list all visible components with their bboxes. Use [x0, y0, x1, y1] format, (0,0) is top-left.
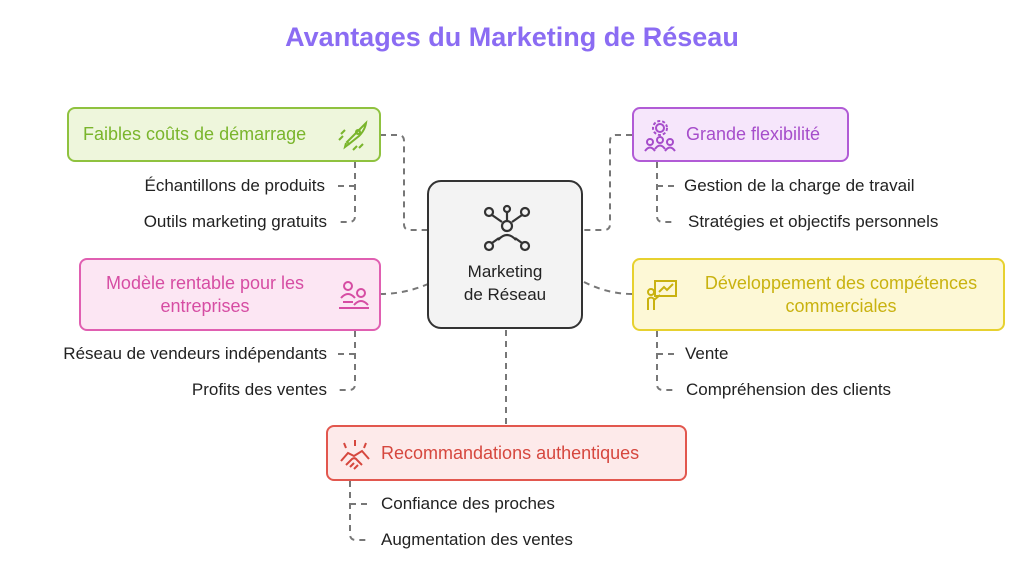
- network-user-icon: [483, 204, 531, 252]
- node-label: Grande flexibilité: [686, 124, 821, 144]
- people-meeting-icon: [339, 281, 369, 309]
- item-profits-ventes: Profits des ventes: [191, 380, 327, 399]
- item-comprehension-clients: Compréhension des clients: [686, 380, 892, 399]
- item-vente: Vente: [685, 344, 729, 363]
- presentation-icon: [647, 280, 677, 310]
- rocket-icon: [338, 120, 368, 151]
- item-confiance-proches: Confiance des proches: [381, 494, 555, 513]
- node-grande-flexibilite: Grande flexibilité: [632, 107, 849, 162]
- team-gear-icon: [644, 120, 676, 152]
- item-echantillons: Échantillons de produits: [144, 176, 325, 195]
- diagram-title: Avantages du Marketing de Réseau: [285, 22, 739, 52]
- node-label-line1: Développement des compétences: [704, 273, 978, 293]
- center-label-line1: Marketing: [467, 262, 543, 281]
- node-label: Développement des compétences commercial…: [682, 272, 1000, 318]
- node-recommandations: Recommandations authentiques: [326, 425, 687, 481]
- item-reseau-vendeurs: Réseau de vendeurs indépendants: [63, 344, 327, 363]
- node-label-line2: commerciales: [785, 296, 897, 316]
- handshake-icon: [340, 440, 370, 470]
- node-label-line2: entreprises: [160, 296, 250, 316]
- node-label: Recommandations authentiques: [381, 443, 640, 463]
- node-modele-rentable: Modèle rentable pour les entreprises: [79, 258, 381, 331]
- center-node: Marketing de Réseau: [427, 180, 583, 329]
- node-label: Modèle rentable pour les entreprises: [81, 272, 329, 318]
- item-augmentation-ventes: Augmentation des ventes: [381, 530, 573, 549]
- item-gestion-charge: Gestion de la charge de travail: [684, 176, 915, 195]
- center-label-line2: de Réseau: [463, 285, 547, 304]
- node-faibles-couts: Faibles coûts de démarrage: [67, 107, 381, 162]
- node-developpement-competences: Développement des compétences commercial…: [632, 258, 1005, 331]
- item-outils-marketing: Outils marketing gratuits: [143, 212, 327, 231]
- item-strategies-objectifs: Stratégies et objectifs personnels: [688, 212, 939, 231]
- node-label-line1: Modèle rentable pour les: [105, 273, 305, 293]
- center-label: Marketing de Réseau: [429, 260, 581, 306]
- node-label: Faibles coûts de démarrage: [83, 124, 307, 144]
